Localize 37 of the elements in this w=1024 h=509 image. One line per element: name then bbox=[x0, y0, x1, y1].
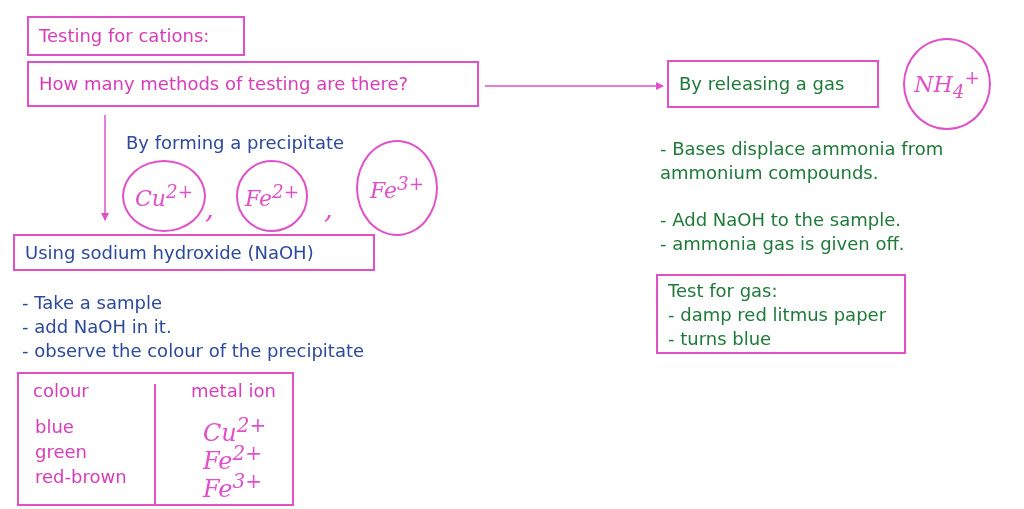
step-text: - Take a sample bbox=[22, 292, 163, 314]
box-text: - turns blue bbox=[668, 328, 772, 350]
arrow bbox=[101, 114, 109, 221]
ion-circle bbox=[236, 160, 308, 232]
ion-formula: Fe$^{2+}$ bbox=[244, 180, 300, 212]
method-box bbox=[667, 60, 879, 108]
arrow bbox=[484, 82, 664, 90]
box-label: Using sodium hydroxide (NaOH) bbox=[25, 241, 314, 264]
note-text: - Bases displace ammonia from ammonium compounds. bbox=[660, 137, 945, 185]
table-box bbox=[17, 372, 294, 506]
note-text: - ammonia gas is given off. bbox=[660, 233, 905, 255]
colour-name: red-brown bbox=[35, 466, 127, 488]
box-label: Test for gas: bbox=[668, 280, 778, 302]
ion-circle bbox=[903, 38, 991, 130]
ion-formula: Fe$^{3+}$ bbox=[369, 172, 425, 204]
subheading: By forming a precipitate bbox=[126, 132, 345, 154]
colour-name: blue bbox=[35, 416, 74, 438]
comma: , bbox=[205, 198, 214, 220]
ion-formula: Fe$^{3+}$ bbox=[203, 469, 263, 504]
step-text: - observe the colour of the precipitate bbox=[22, 340, 365, 362]
box-text: - damp red litmus paper bbox=[668, 304, 887, 326]
question-box bbox=[27, 61, 479, 107]
step-text: - add NaOH in it. bbox=[22, 316, 172, 338]
comma: , bbox=[324, 198, 333, 220]
heading-box bbox=[27, 16, 245, 56]
ion-circle bbox=[122, 160, 206, 232]
method-box bbox=[13, 234, 375, 271]
column-header: colour bbox=[33, 380, 89, 402]
note-text: - Add NaOH to the sample. bbox=[660, 209, 901, 231]
box-label: By releasing a gas bbox=[679, 73, 845, 95]
colour-name: green bbox=[35, 441, 87, 463]
column-header: metal ion bbox=[191, 380, 276, 402]
box-label: Testing for cations: bbox=[39, 25, 210, 47]
ion-formula: Cu$^{2+}$ bbox=[134, 180, 193, 212]
test-box bbox=[656, 274, 906, 354]
ion-circle bbox=[356, 140, 438, 236]
box-label: How many methods of testing are there? bbox=[39, 73, 409, 95]
